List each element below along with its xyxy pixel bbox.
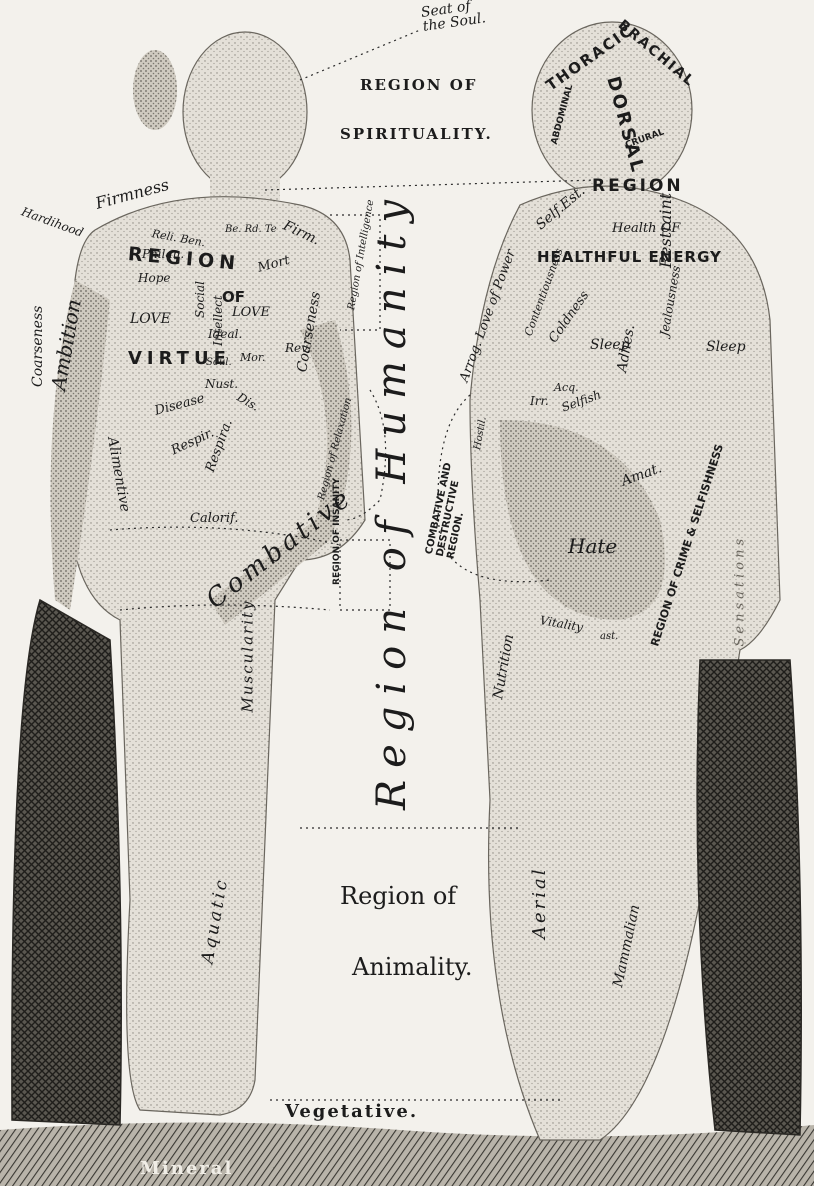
soul-label: Soul. [206,358,232,368]
mineral-label: Mineral [140,1160,233,1178]
ground [0,1123,814,1186]
be-rd-te-label: Be. Rd. Te [225,225,277,235]
hope-label: Hope [138,272,170,284]
love-left-label: LOVE [130,312,171,326]
ast-label: ast. [600,632,618,642]
region-of-insanity-label: REGION OF INSANITY [333,478,343,585]
calorif-label: Calorif. [190,512,239,525]
acq-label: Acq. [554,382,579,393]
ideal-label: Ideal. [208,328,242,340]
coarseness-left-label: Coarseness [31,306,45,387]
left-drapery [12,600,121,1125]
hate-label: Hate [568,536,617,556]
sleep-right-label: Sleep [706,340,746,354]
region-of-animality-line1: Region of [340,884,456,908]
region-of-spirituality-line2: SPIRITUALITY. [340,127,493,142]
right-drapery [697,660,801,1135]
muscularity-label: Muscularity [241,600,256,713]
love-center-label: LOVE [232,306,270,319]
sensations-label: Sensations [734,535,747,647]
vegetative-label: Vegetative. [285,1103,418,1121]
region-of-animality-line2: Animality. [352,955,473,979]
nust-label: Nust. [205,378,238,390]
mor-label: Mor. [240,352,265,363]
front-of-label: OF [222,290,245,305]
irr-label: Irr. [530,395,549,407]
aerial-label: Aerial [531,866,549,939]
social-label: Social [194,281,206,318]
region-of-spirituality-line1: REGION OF [360,78,477,93]
region-of-humanity-label: Region of Humanity [372,188,412,810]
